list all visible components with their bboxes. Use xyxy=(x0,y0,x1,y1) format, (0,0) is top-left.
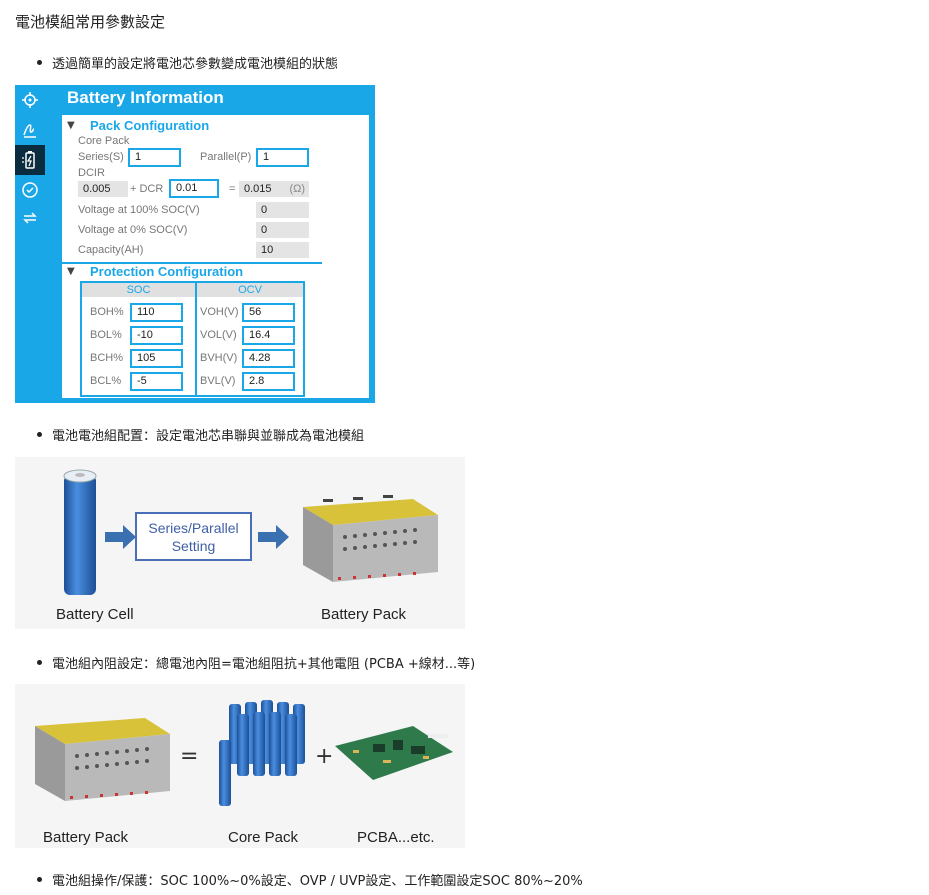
series-parallel-figure: Series/Parallel Setting Battery Cell Bat… xyxy=(15,457,465,629)
voltage-0-label: Voltage at 0% SOC(V) xyxy=(78,224,188,236)
crosshair-icon[interactable] xyxy=(15,85,45,115)
dcir-value: 0.005 xyxy=(78,181,128,197)
bcl-input[interactable]: -5 xyxy=(130,372,183,391)
battery-icon[interactable] xyxy=(15,145,45,175)
swap-icon[interactable] xyxy=(15,203,45,233)
bullet-item: 透過簡單的設定將電池芯參數變成電池模組的狀態 xyxy=(37,53,338,72)
battery-information-panel: Battery Information ▼ Pack Configuration… xyxy=(15,85,375,403)
table-divider xyxy=(195,283,197,395)
voltage-100-value: 0 xyxy=(256,202,309,218)
series-label: Series(S) xyxy=(78,151,124,163)
page-title: 電池模組常用參數設定 xyxy=(15,13,166,31)
parallel-label: Parallel(P) xyxy=(200,151,252,163)
signature-icon[interactable] xyxy=(15,115,45,145)
bol-input[interactable]: -10 xyxy=(130,326,183,345)
bcl-label: BCL% xyxy=(90,375,122,387)
bvh-label: BVH(V) xyxy=(200,352,238,364)
pack-configuration-title: Pack Configuration xyxy=(90,118,210,133)
panel-sidebar xyxy=(15,85,45,403)
battery-pack-caption: Battery Pack xyxy=(43,829,129,846)
equals-sign: = xyxy=(229,183,236,195)
bol-label: BOL% xyxy=(90,329,122,341)
boh-label: BOH% xyxy=(90,306,124,318)
setting-line-2: Setting xyxy=(171,538,216,554)
bullet-item: 電池組操作/保護：SOC 100%~0%設定、OVP / UVP設定、工作範圍設… xyxy=(37,870,583,889)
parallel-input[interactable]: 1 xyxy=(256,148,309,167)
dcir-label: DCIR xyxy=(78,167,105,179)
protection-configuration-title: Protection Configuration xyxy=(90,264,244,279)
internal-resistance-figure: = + Battery Pack Core Pack PCBA...etc. xyxy=(15,684,465,848)
bch-input[interactable]: 105 xyxy=(130,349,183,368)
equals-sign: = xyxy=(180,744,199,769)
total-resistance-number: 0.015 xyxy=(244,183,272,195)
dcr-input[interactable]: 0.01 xyxy=(169,179,219,198)
setting-line-1: Series/Parallel xyxy=(148,520,239,536)
arrow-right-icon xyxy=(258,525,289,549)
voltage-0-value: 0 xyxy=(256,222,309,238)
soc-header: SOC xyxy=(82,283,195,297)
bvl-input[interactable]: 2.8 xyxy=(242,372,295,391)
panel-content: ▼ Pack Configuration Core Pack Series(S)… xyxy=(62,115,369,398)
voltage-100-label: Voltage at 100% SOC(V) xyxy=(78,204,200,216)
pcba-caption: PCBA...etc. xyxy=(357,829,435,846)
collapse-triangle-icon[interactable]: ▼ xyxy=(67,120,75,131)
ohm-unit: (Ω) xyxy=(289,183,305,195)
battery-cell-caption: Battery Cell xyxy=(56,606,134,623)
battery-pack-illustration xyxy=(35,718,170,801)
series-parallel-setting-box: Series/Parallel Setting xyxy=(135,512,252,561)
capacity-value: 10 xyxy=(256,242,309,258)
series-input[interactable]: 1 xyxy=(128,148,181,167)
bch-label: BCH% xyxy=(90,352,124,364)
collapse-triangle-icon[interactable]: ▼ xyxy=(67,266,75,277)
plus-dcr-label: + DCR xyxy=(130,183,164,195)
battery-pack-illustration xyxy=(303,495,438,582)
voh-input[interactable]: 56 xyxy=(242,303,295,322)
battery-pack-caption: Battery Pack xyxy=(321,606,407,623)
section-divider xyxy=(62,262,322,264)
vol-input[interactable]: 16.4 xyxy=(242,326,295,345)
total-resistance-value: 0.015 (Ω) xyxy=(239,181,309,197)
battery-cell-illustration xyxy=(63,469,97,595)
plus-sign: + xyxy=(315,744,334,769)
core-pack-illustration xyxy=(219,700,305,806)
capacity-label: Capacity(AH) xyxy=(78,244,144,256)
arrow-right-icon xyxy=(105,525,136,549)
core-pack-caption: Core Pack xyxy=(228,829,299,846)
vol-label: VOL(V) xyxy=(200,329,237,341)
pcba-illustration xyxy=(335,726,453,780)
bvh-input[interactable]: 4.28 xyxy=(242,349,295,368)
voh-label: VOH(V) xyxy=(200,306,239,318)
ocv-header: OCV xyxy=(197,283,303,297)
boh-input[interactable]: 110 xyxy=(130,303,183,322)
bullet-item: 電池電池組配置：設定電池芯串聯與並聯成為電池模組 xyxy=(37,425,364,444)
bullet-item: 電池組內阻設定：總電池內阻=電池組阻抗+其他電阻 (PCBA +線材...等) xyxy=(37,653,475,672)
core-pack-label: Core Pack xyxy=(78,135,130,147)
protection-table: SOC OCV BOH% 110 BOL% -10 BCH% 105 BCL% … xyxy=(80,281,305,397)
panel-title: Battery Information xyxy=(67,88,224,107)
gauge-icon[interactable] xyxy=(15,175,45,205)
bvl-label: BVL(V) xyxy=(200,375,236,387)
